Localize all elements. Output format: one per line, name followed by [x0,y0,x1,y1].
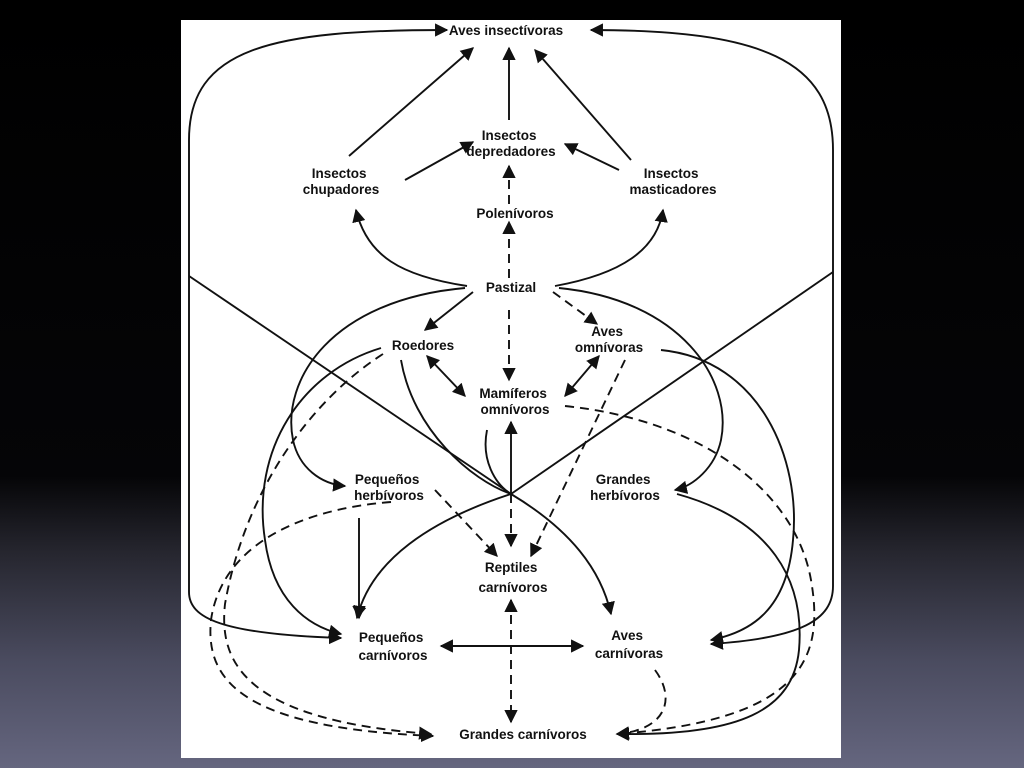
edge-roedores-pequenos-carnivoros [261,347,382,638]
edges [188,23,834,743]
edge-roedores-grandes-carnivoros [223,353,433,740]
edge-x-left [188,275,512,495]
edge-aves-carnivoras-grandes-carnivoros [615,669,667,740]
edge-masticadores-depredadores [563,143,620,171]
node-labels: Aves insectívoras Insectos depredadores … [303,23,717,742]
node-insectos-masticadores: Insectos masticadores [629,166,716,197]
edge-pequenos-herbivoros-reptiles [434,489,498,557]
edge-convergence-aves-carnivoras [510,493,615,616]
edge-roedores-convergence [400,359,512,495]
slide-panel: Aves insectívoras Insectos depredadores … [181,20,841,758]
node-roedores: Roedores [392,338,454,353]
food-web-diagram: Aves insectívoras Insectos depredadores … [188,23,834,743]
edge-pastizal-aves-omnivoras [552,291,599,325]
node-polenivoros: Polenívoros [476,206,553,221]
edge-mamiferos-convergence [484,429,512,495]
node-insectos-chupadores: Insectos chupadores [303,166,380,197]
node-pequenos-herbivoros: Pequeños herbívoros [354,472,424,503]
edge-pastizal-chupadores [352,208,468,287]
edge-aves-omnivoras-mamiferos [564,354,600,398]
edge-pastizal-grandes-herbivoros [558,287,724,494]
node-aves-insectivoras: Aves insectívoras [449,23,563,38]
node-reptiles-carnivoros: Reptiles carnívoros [478,560,547,595]
edge-grandes-herbivoros-grandes-carnivoros [615,493,801,741]
node-insectos-depredadores: Insectos depredadores [466,128,555,159]
edge-x-right [510,271,834,495]
edge-pastizal-roedores [423,291,474,331]
edge-chupadores-aves-insectivoras [348,47,475,157]
edge-pequenos-herbivoros-grandes-carnivoros [209,501,435,743]
edge-aves-omnivoras-reptiles [530,359,626,558]
edge-pastizal-pequenos-herbivoros [290,287,466,492]
edge-outer-loop-left [188,23,449,645]
node-pequenos-carnivoros: Pequeños carnívoros [358,630,427,663]
edge-chupadores-depredadores [404,141,475,181]
node-grandes-carnivoros: Grandes carnívoros [459,727,587,742]
node-aves-carnivoras: Aves carnívoras [595,628,663,661]
node-pastizal: Pastizal [486,280,536,295]
edge-roedores-mamiferos [426,355,466,397]
edge-convergence-pequenos-carnivoros [353,493,512,620]
node-aves-omnivoras: Aves omnívoras [575,324,643,355]
edge-outer-loop-right [589,23,834,650]
edge-mamiferos-grandes-carnivoros [564,405,816,740]
node-mamiferos-omnivoros: Mamíferos omnívoros [479,386,550,417]
node-grandes-herbivoros: Grandes herbívoros [590,472,660,503]
edge-pastizal-masticadores [554,208,668,287]
edge-aves-omnivoras-aves-carnivoras [660,349,795,645]
